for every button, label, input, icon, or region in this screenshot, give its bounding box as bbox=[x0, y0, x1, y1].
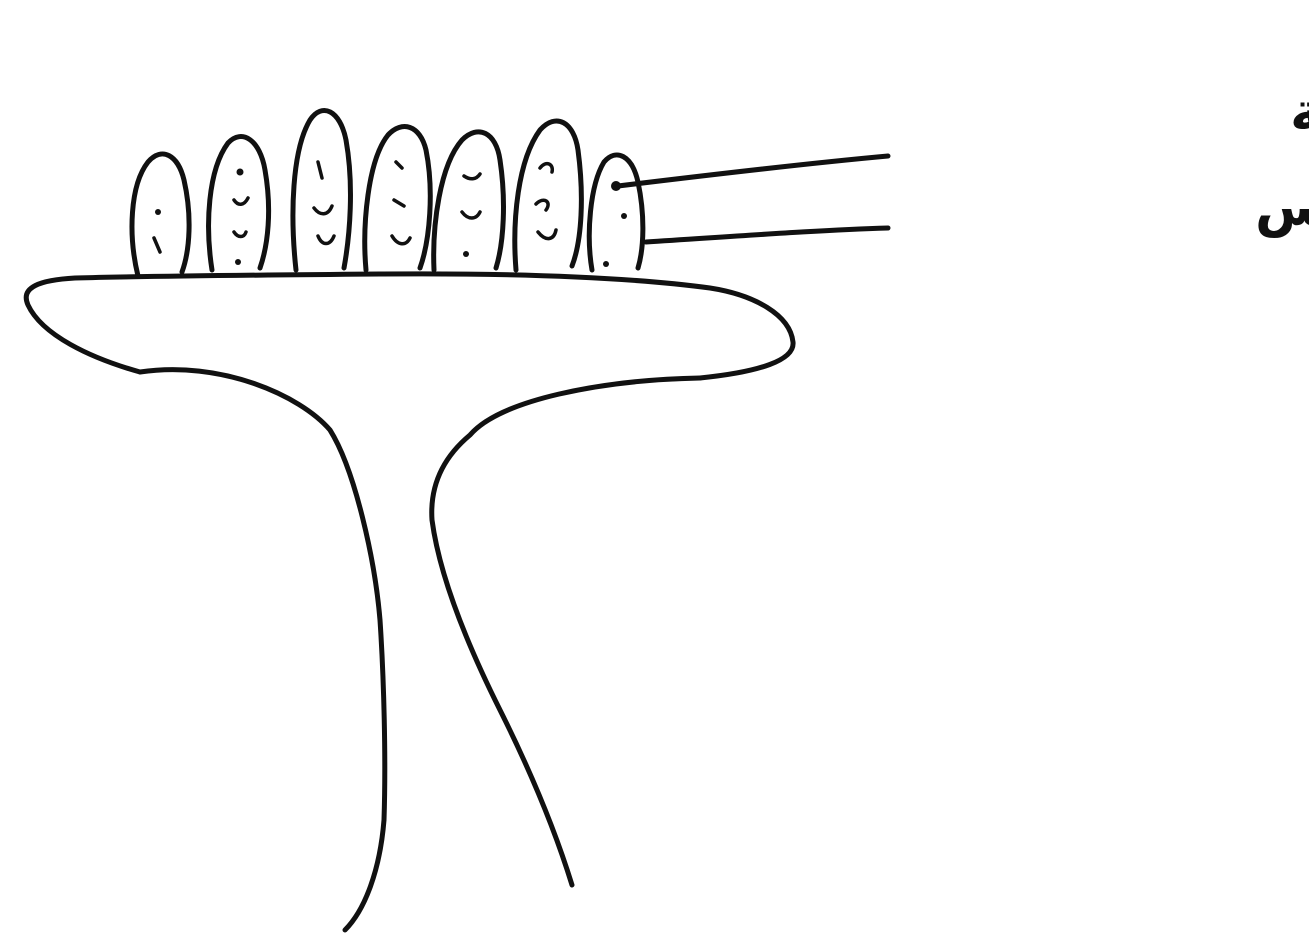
label-upper: البويغات الكونيدية bbox=[1290, 80, 1309, 143]
spore-7 bbox=[589, 155, 643, 270]
receptacle-platform bbox=[26, 274, 793, 378]
spore-4 bbox=[365, 127, 430, 270]
spore-1 bbox=[132, 154, 189, 276]
spore-3 bbox=[293, 110, 351, 270]
pointer-line-lower bbox=[646, 228, 888, 242]
spore-6 bbox=[515, 121, 582, 270]
label-lower: الكيس bbox=[1255, 175, 1309, 238]
spore-row bbox=[132, 110, 643, 276]
stalk-left-edge bbox=[140, 370, 385, 930]
pointer-line-upper bbox=[618, 156, 888, 186]
spore-marks bbox=[154, 162, 627, 267]
stalk-right-edge bbox=[432, 378, 700, 885]
stalk bbox=[140, 370, 700, 930]
spore-5 bbox=[434, 132, 504, 270]
